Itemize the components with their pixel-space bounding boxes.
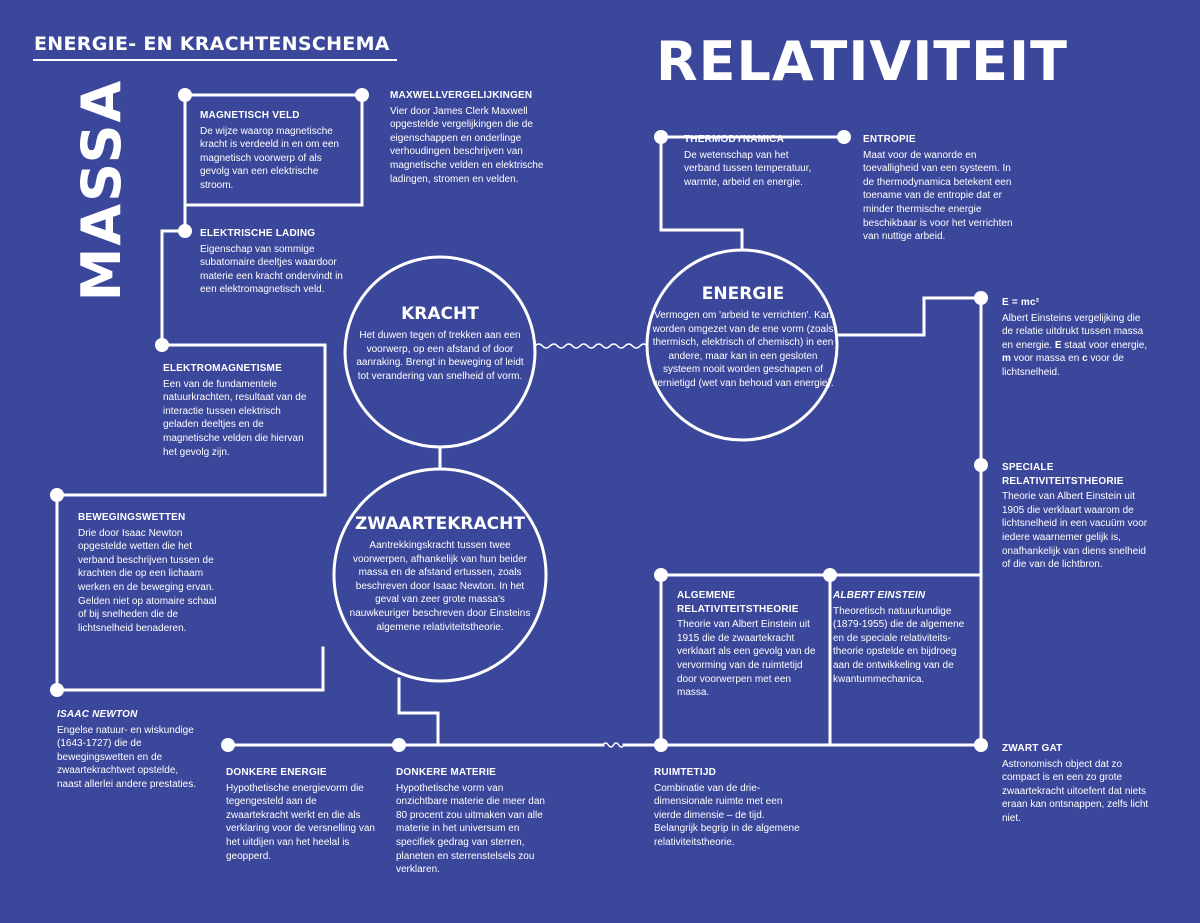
ruimtetijd-desc: Combinatie van de drie-dimensionale ruim…: [654, 782, 800, 848]
ruimtetijd-node: RUIMTETIJD Combinatie van de drie-dimens…: [654, 766, 804, 850]
zwart-gat-desc: Astronomisch object dat zo compact is en…: [1002, 758, 1149, 824]
donkere-materie-node: DONKERE MATERIE Hypothetische vorm van o…: [396, 766, 551, 877]
node-dot-speciale-rt: [974, 458, 988, 472]
node-dot-zwart-gat: [974, 738, 988, 752]
elektrische-lading-node: ELEKTRISCHE LADING Eigenschap van sommig…: [200, 227, 348, 297]
bewegingswetten-node: BEWEGINGSWETTEN Drie door Isaac Newton o…: [78, 511, 226, 635]
donkere-energie-node: DONKERE ENERGIE Hypothetische energievor…: [226, 766, 376, 863]
emc2-title: E = mc²: [1002, 297, 1040, 308]
emc2-node: E = mc² Albert Einsteins vergelijking di…: [1002, 296, 1152, 380]
elektromagnetisme-desc: Een van de fundamentele natuurkrachten, …: [163, 378, 307, 458]
emc2-desc-part: Albert Einsteins vergelijking die de rel…: [1002, 312, 1144, 351]
thermodynamica-node: THERMODYNAMICA De wetenschap van het ver…: [684, 133, 814, 189]
energie-title: ENERGIE: [701, 284, 785, 304]
energie-node: ENERGIE Vermogen om 'arbeid te verrichte…: [652, 284, 834, 391]
emc2-desc-part: voor massa en: [1010, 353, 1083, 365]
albert-einstein-node: ALBERT EINSTEIN Theoretisch natuurkundig…: [833, 589, 971, 686]
elektrische-lading-desc: Eigenschap van sommige subatomaire deelt…: [200, 243, 343, 296]
bewegingswetten-title: BEWEGINGSWETTEN: [78, 512, 186, 523]
zwaartekracht-circle: [332, 467, 548, 683]
elektrische-lading-title: ELEKTRISCHE LADING: [200, 228, 316, 239]
speciale-rt-node: SPECIALE RELATIVITEITSTHEORIE Theorie va…: [1002, 461, 1152, 572]
donkere-materie-title: DONKERE MATERIE: [396, 767, 497, 778]
node-dot-entropie: [837, 130, 851, 144]
magnetisch-veld-desc: De wijze waarop magnetische kracht is ve…: [200, 125, 339, 191]
emc2-symbol-m: m: [1002, 353, 1011, 365]
kracht-title: KRACHT: [401, 304, 479, 324]
zwaartekracht-node: ZWAARTEKRACHT Aantrekkingskracht tussen …: [345, 514, 535, 634]
elektromagnetisme-title: ELEKTROMAGNETISME: [163, 363, 282, 374]
thermodynamica-title: THERMODYNAMICA: [684, 134, 785, 145]
emc2-desc: Albert Einsteins vergelijking die de rel…: [1002, 312, 1152, 380]
entropie-title: ENTROPIE: [863, 134, 916, 145]
wave-bottom: [602, 742, 625, 748]
isaac-newton-desc: Engelse natuur- en wiskundige (1643-1727…: [57, 724, 196, 790]
node-dot-elektrische-lading: [178, 224, 192, 238]
line-em-bewegingswetten-newton: [55, 343, 327, 692]
elektromagnetisme-node: ELEKTROMAGNETISME Een van de fundamentel…: [163, 362, 313, 459]
donkere-energie-desc: Hypothetische energievorm die tegengeste…: [226, 782, 375, 862]
node-dot-magnetisch-veld: [178, 88, 192, 102]
emc2-symbol-c: c: [1082, 353, 1088, 365]
line-thermo-energie: [659, 135, 744, 252]
speciale-rt-desc: Theorie van Albert Einstein uit 1905 die…: [1002, 491, 1148, 571]
node-dot-maxwell: [355, 88, 369, 102]
donkere-materie-desc: Hypothetische vorm van onzichtbare mater…: [396, 782, 545, 876]
node-dot-albert-einstein: [823, 568, 837, 582]
line-zwaartekracht-donker: [397, 677, 440, 747]
donkere-energie-title: DONKERE ENERGIE: [226, 767, 327, 778]
wave-kracht-energie: [534, 343, 649, 349]
node-dot-donkere-materie: [392, 738, 406, 752]
kracht-circle: [343, 255, 537, 449]
line-lading-em: [160, 229, 187, 347]
magnetisch-veld-title: MAGNETISCH VELD: [200, 110, 300, 121]
title-underline: [33, 59, 397, 61]
energie-circle: [645, 248, 839, 442]
node-dot-thermodynamica: [654, 130, 668, 144]
emc2-desc-part: voor de lichtsnelheid.: [1002, 353, 1124, 378]
node-dot-ruimtetijd: [654, 738, 668, 752]
node-dot-algemene-rt: [654, 568, 668, 582]
algemene-rt-title: ALGEMENE RELATIVITEITSTHEORIE: [677, 590, 799, 615]
node-dot-bewegingswetten: [50, 488, 64, 502]
magnetisch-veld-frame: [183, 93, 364, 207]
ruimtetijd-title: RUIMTETIJD: [654, 767, 716, 778]
algemene-rt-node: ALGEMENE RELATIVITEITSTHEORIE Theorie va…: [677, 589, 822, 700]
entropie-desc: Maat voor de wanorde en toevalligheid va…: [863, 149, 1013, 243]
kracht-desc: Het duwen tegen of trekken aan een voorw…: [356, 330, 524, 382]
zwaartekracht-desc: Aantrekkingskracht tussen twee voorwerpe…: [349, 540, 531, 633]
entropie-node: ENTROPIE Maat voor de wanorde en toevall…: [863, 133, 1013, 244]
node-dot-emc2: [974, 291, 988, 305]
relativiteit-heading: RELATIVITEIT: [656, 30, 1068, 93]
maxwell-desc: Vier door James Clerk Maxwell opgestelde…: [390, 105, 544, 185]
algemene-rt-desc: Theorie van Albert Einstein uit 1915 die…: [677, 619, 816, 699]
node-dot-isaac-newton: [50, 683, 64, 697]
kracht-node: KRACHT Het duwen tegen of trekken aan ee…: [350, 304, 530, 383]
page-title: ENERGIE- EN KRACHTENSCHEMA: [34, 33, 390, 55]
emc2-symbol-e: E: [1054, 339, 1062, 351]
line-newton-zwaartekracht: [55, 646, 325, 692]
line-energie-emc2: [827, 296, 983, 337]
isaac-newton-title: ISAAC NEWTON: [57, 709, 138, 720]
albert-einstein-title: ALBERT EINSTEIN: [833, 590, 926, 601]
magnetisch-veld-node: MAGNETISCH VELD De wijze waarop magnetis…: [200, 109, 350, 193]
isaac-newton-node: ISAAC NEWTON Engelse natuur- en wiskundi…: [57, 708, 205, 792]
energie-desc: Vermogen om 'arbeid te verrichten'. Kan …: [652, 310, 834, 389]
speciale-rt-title: SPECIALE RELATIVITEITSTHEORIE: [1002, 462, 1124, 487]
node-dot-elektromagnetisme: [155, 338, 169, 352]
node-dot-donkere-energie: [221, 738, 235, 752]
bewegingswetten-desc: Drie door Isaac Newton opgestelde wetten…: [78, 527, 217, 634]
zwart-gat-node: ZWART GAT Astronomisch object dat zo com…: [1002, 742, 1152, 826]
zwaartekracht-title: ZWAARTEKRACHT: [355, 514, 525, 534]
maxwell-node: MAXWELLVERGELIJKINGEN Vier door James Cl…: [390, 89, 548, 186]
zwart-gat-title: ZWART GAT: [1002, 743, 1063, 754]
massa-heading: MASSA: [70, 78, 133, 302]
maxwell-title: MAXWELLVERGELIJKINGEN: [390, 90, 533, 101]
albert-einstein-desc: Theoretisch natuurkundige (1879-1955) di…: [833, 605, 965, 685]
emc2-desc-part: staat voor energie,: [1061, 339, 1148, 351]
thermodynamica-desc: De wetenschap van het verband tussen tem…: [684, 149, 812, 188]
